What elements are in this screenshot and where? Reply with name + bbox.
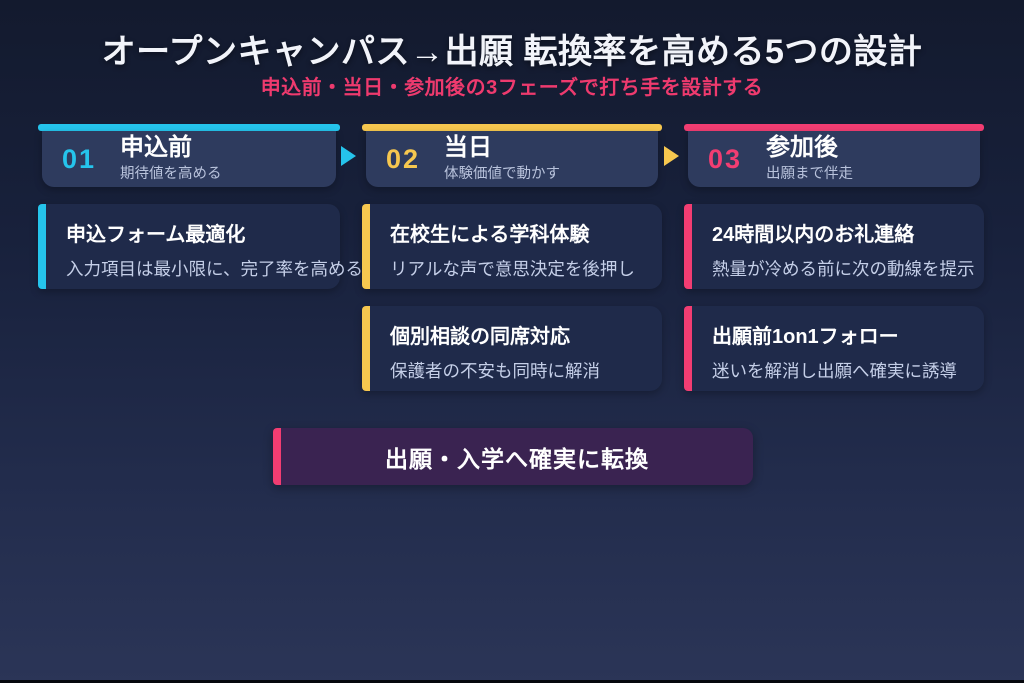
strategy-card-1on1-follow: 出願前1on1フォロー 迷いを解消し出願へ確実に誘導 — [684, 306, 984, 391]
phase-header-after-event: 03 参加後 出願まで伴走 — [684, 124, 984, 187]
card-desc: 保護者の不安も同時に解消 — [390, 361, 600, 381]
phase-tagline: 出願まで伴走 — [766, 166, 854, 183]
strategy-card-thank-you-contact: 24時間以内のお礼連絡 熱量が冷める前に次の動線を提示 — [684, 204, 984, 289]
phase-tagline: 体験価値で動かす — [444, 166, 561, 183]
card-desc: 熱量が冷める前に次の動線を提示 — [712, 259, 975, 279]
strategy-card-form-optimization: 申込フォーム最適化 入力項目は最小限に、完了率を高める — [38, 204, 363, 289]
phase-name: 申込前 — [120, 133, 193, 161]
empty-cell — [38, 306, 340, 391]
phase-number: 01 — [62, 143, 97, 174]
phase-accent-bar — [38, 124, 340, 131]
page-title: オープンキャンパス→出願 転換率を高める5つの設計 — [101, 33, 923, 71]
phase-card: 01 申込前 期待値を高める — [42, 131, 336, 187]
strategy-card-student-experience: 在校生による学科体験 リアルな声で意思決定を後押し — [362, 204, 662, 289]
conclusion-label: 出願・入学へ確実に転換 — [385, 445, 649, 472]
phase-header-event-day: 02 当日 体験価値で動かす — [362, 124, 662, 187]
card-title: 申込フォーム最適化 — [66, 224, 246, 246]
card-desc: 入力項目は最小限に、完了率を高める — [66, 259, 363, 279]
phase-card: 03 参加後 出願まで伴走 — [688, 131, 980, 187]
phase-card: 02 当日 体験価値で動かす — [366, 131, 658, 187]
card-title: 在校生による学科体験 — [390, 224, 590, 246]
phase-accent-bar — [684, 124, 984, 131]
phase-accent-bar — [362, 124, 662, 131]
conclusion-banner: 出願・入学へ確実に転換 — [273, 428, 753, 485]
phase-name: 当日 — [444, 133, 493, 161]
bottom-edge — [0, 680, 1024, 683]
page-subtitle: 申込前・当日・参加後の3フェーズで打ち手を設計する — [260, 77, 764, 99]
strategy-card-private-consultation: 個別相談の同席対応 保護者の不安も同時に解消 — [362, 306, 662, 391]
phase-tagline: 期待値を高める — [120, 166, 222, 183]
flow-arrow-right-icon — [664, 146, 679, 166]
phase-name: 参加後 — [766, 133, 839, 161]
phase-header-pre-apply: 01 申込前 期待値を高める — [38, 124, 340, 187]
phase-number: 03 — [708, 143, 743, 174]
card-title: 出願前1on1フォロー — [712, 326, 899, 348]
phase-grid: 01 申込前 期待値を高める 02 当日 体験価値で動かす 03 — [38, 124, 984, 391]
phase-number: 02 — [386, 143, 421, 174]
flow-arrow-right-icon — [341, 146, 356, 166]
card-title: 24時間以内のお礼連絡 — [712, 224, 915, 246]
card-desc: 迷いを解消し出願へ確実に誘導 — [712, 361, 957, 381]
card-desc: リアルな声で意思決定を後押し — [390, 259, 635, 279]
card-title: 個別相談の同席対応 — [390, 326, 570, 348]
